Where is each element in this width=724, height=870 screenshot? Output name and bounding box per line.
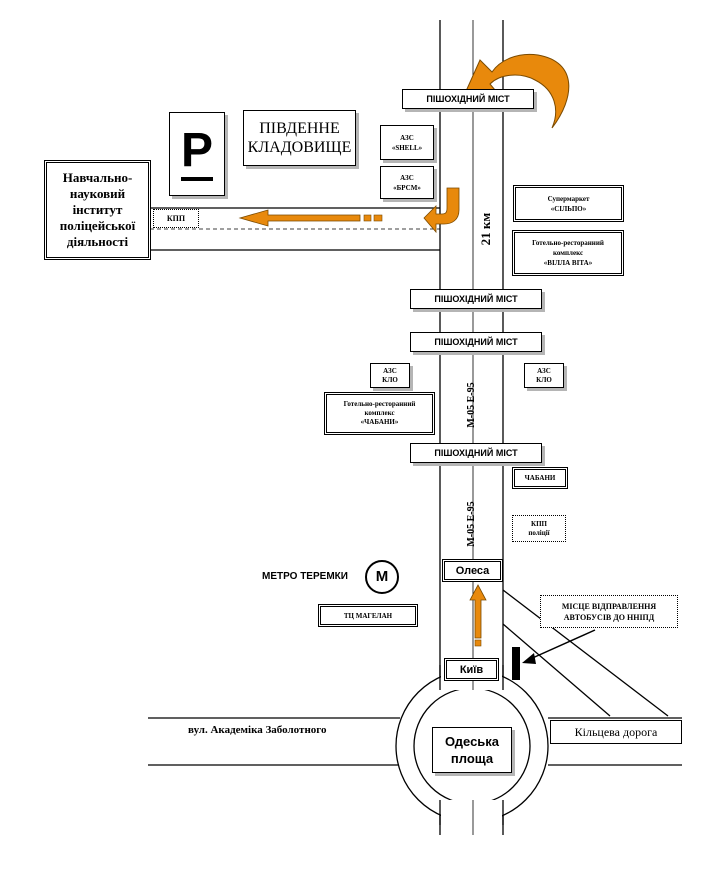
azs-shell: АЗС «SHELL»: [380, 125, 434, 160]
pedestrian-bridge-1: ПІШОХІДНИЙ МІСТ: [402, 89, 534, 109]
u-turn-arrow: [461, 53, 570, 129]
bus-stop-marker: [512, 647, 520, 680]
road-label-m05-lower: М-05 Е-95: [466, 501, 477, 547]
police-checkpoint-line2: поліції: [528, 528, 550, 537]
metro-icon: М: [375, 568, 389, 585]
bus-departure-point: МІСЦЕ ВІДПРАВЛЕННЯ АВТОБУСІВ ДО ННІПД: [540, 595, 678, 628]
azs-shell-line2: «SHELL»: [391, 143, 423, 152]
stop-olesa: Олеса: [442, 559, 503, 582]
azs-shell-line1: АЗС: [400, 133, 414, 142]
bus-pointer-line: [527, 629, 596, 661]
arrow-dash-1: [373, 214, 383, 222]
odeska-line1: Одеська: [444, 734, 500, 749]
supermarket-line2: «СІЛЬПО»: [550, 204, 587, 213]
southern-cemetery: ПІВДЕННЕ КЛАДОВИЩЕ: [243, 110, 356, 166]
hotel-villa-vita: Готельно-ресторанний комплекс «ВІЛЛА ВІТ…: [512, 230, 624, 276]
azs-klo-right: АЗС КЛО: [524, 363, 564, 388]
bus-departure-line2: АВТОБУСІВ ДО ННІПД: [563, 612, 655, 622]
bus-pointer-head: [522, 653, 536, 664]
police-checkpoint-line1: КПП: [531, 519, 547, 528]
azs-klo-right-line2: КЛО: [536, 375, 552, 384]
pedestrian-bridge-3: ПІШОХІДНИЙ МІСТ: [410, 332, 542, 352]
zabolotnoho-street-label: вул. Академіка Заболотного: [188, 724, 327, 736]
left-arrow: [238, 209, 361, 227]
hotel-chabany-line2: «ЧАБАНИ»: [360, 418, 399, 426]
diagonal-road-2: [502, 623, 611, 717]
pedestrian-bridge-2: ПІШОХІДНИЙ МІСТ: [410, 289, 542, 309]
odeska-square: Одеська площа: [432, 727, 512, 773]
supermarket-line1: Супермаркет: [547, 194, 590, 203]
turn-arrow: [423, 187, 460, 234]
km-marker: 21 км: [478, 212, 493, 246]
diagonal-road-1: [502, 589, 669, 717]
azs-klo-left-line1: АЗС: [383, 366, 397, 375]
checkpoint-kpp: КПП: [153, 209, 199, 228]
police-checkpoint: КПП поліції: [512, 515, 566, 542]
parking-letter: P: [180, 124, 213, 177]
up-arrow: [469, 584, 487, 639]
road-label-m05-upper: М-05 Е-95: [466, 382, 477, 428]
up-arrow-dash: [474, 639, 482, 647]
metro-teremky-label: МЕТРО ТЕРЕМКИ: [262, 571, 348, 582]
ring-road-label: Кільцева дорога: [550, 720, 682, 744]
pedestrian-bridge-4: ПІШОХІДНИЙ МІСТ: [410, 443, 542, 463]
parking-sign: P: [169, 112, 225, 196]
azs-klo-left-line2: КЛО: [382, 375, 398, 384]
stop-kyiv: Київ: [444, 658, 499, 681]
hotel-chabany-line1: Готельно-ресторанний комплекс: [343, 400, 416, 417]
parking-underline: [181, 177, 213, 181]
tc-magelan: ТЦ МАГЕЛАН: [318, 604, 418, 627]
police-institute: Навчально-науковий інститут поліцейської…: [44, 160, 151, 260]
bus-departure-line1: МІСЦЕ ВІДПРАВЛЕННЯ: [561, 601, 657, 611]
chabany-sign: ЧАБАНИ: [512, 467, 568, 489]
arrow-dash-2: [363, 214, 372, 222]
hotel-villa-line1: Готельно-ресторанний комплекс: [532, 239, 604, 257]
azs-brsm: АЗС «БРСМ»: [380, 166, 434, 199]
azs-klo-left: АЗС КЛО: [370, 363, 410, 388]
azs-klo-right-line1: АЗС: [537, 366, 551, 375]
hotel-villa-line2: «ВІЛЛА ВІТА»: [543, 259, 593, 267]
hotel-chabany: Готельно-ресторанний комплекс «ЧАБАНИ»: [324, 392, 435, 435]
metro-circle: [365, 560, 399, 594]
supermarket-silpo: Супермаркет «СІЛЬПО»: [513, 185, 624, 222]
azs-brsm-line1: АЗС: [400, 173, 414, 182]
odeska-line2: площа: [450, 751, 494, 766]
azs-brsm-line2: «БРСМ»: [393, 183, 421, 192]
